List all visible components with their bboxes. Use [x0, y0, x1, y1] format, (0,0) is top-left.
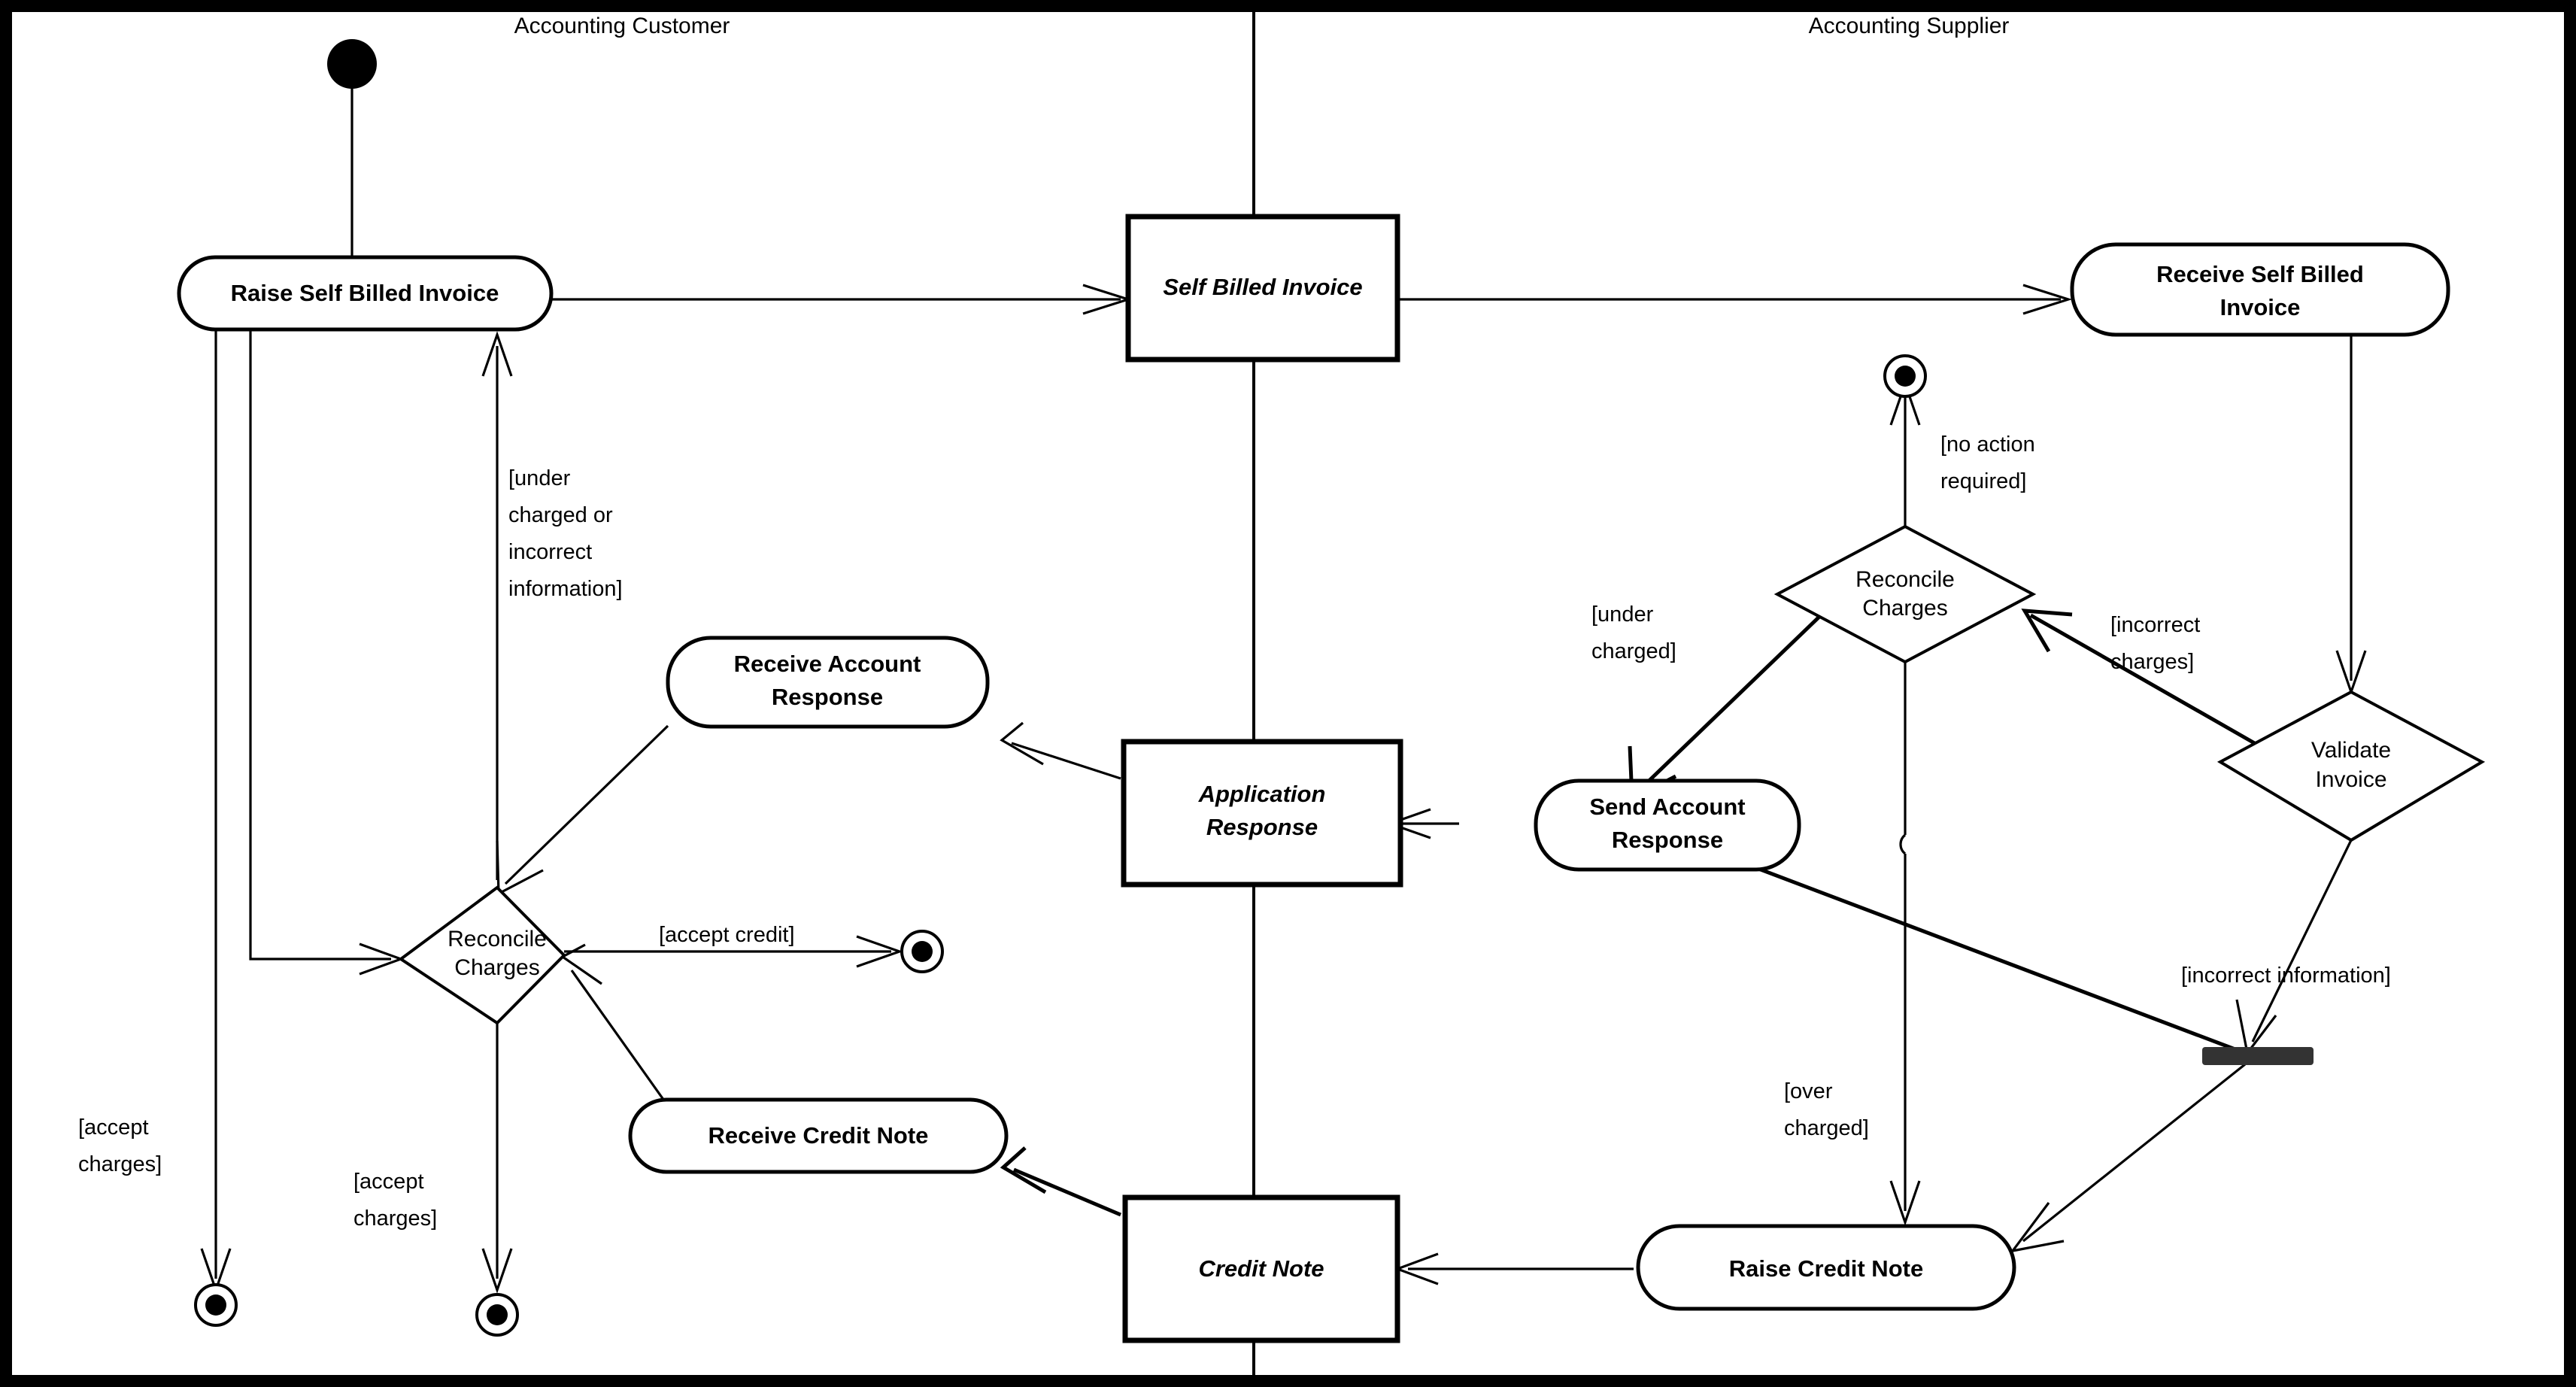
guard-accept-charges-left: [accept charges] [78, 1115, 162, 1176]
object-credit-note[interactable]: Credit Note [1122, 1194, 1400, 1343]
activity-receive-credit-note-label: Receive Credit Note [708, 1122, 929, 1149]
svg-text:information]: information] [508, 577, 623, 601]
edge-reconcile-charges-customer-to-raise-invoice [481, 331, 513, 880]
edge-receive-credit-note-to-reconcile-charges-customer [560, 943, 675, 1114]
initial-node[interactable] [327, 39, 377, 89]
activity-receive-self-billed-invoice-label-line1: Receive Self Billed [2156, 261, 2364, 287]
object-self-billed-invoice[interactable]: Self Billed Invoice [1125, 214, 1400, 363]
edge-application-response-object-to-receive-account-response [1000, 721, 1121, 780]
svg-text:[under: [under [508, 466, 571, 490]
guard-accept-credit: [accept credit] [659, 923, 795, 947]
svg-text:charged]: charged] [1591, 639, 1676, 663]
svg-text:charged or: charged or [508, 503, 613, 527]
guard-over-charged: [over charged] [1784, 1079, 1869, 1140]
edge-self-billed-invoice-object-to-receive-invoice [1399, 284, 2073, 315]
activity-receive-account-response-label-line2: Response [772, 684, 883, 710]
swimlane-label-supplier: Accounting Supplier [1809, 14, 2010, 38]
activity-receive-account-response[interactable]: Receive Account Response [666, 636, 990, 729]
edge-validate-invoice-to-reconcile-charges-supplier [2021, 609, 2285, 762]
edge-raise-credit-note-to-credit-note-object [1394, 1252, 1634, 1285]
guard-incorrect-information: [incorrect information] [2181, 964, 2391, 988]
edge-merge-bar-to-raise-credit-note [2010, 1063, 2246, 1253]
svg-text:incorrect: incorrect [508, 540, 592, 564]
svg-text:charges]: charges] [2110, 650, 2194, 674]
svg-text:[accept: [accept [78, 1115, 149, 1140]
object-application-response[interactable]: Application Response [1121, 739, 1403, 888]
activity-send-account-response-label-line2: Response [1612, 827, 1723, 853]
decision-reconcile-charges-supplier-label-line2: Charges [1862, 596, 1947, 621]
svg-text:charges]: charges] [78, 1152, 162, 1176]
swimlane-label-customer: Accounting Customer [514, 14, 730, 38]
decision-validate-invoice-label-line2: Invoice [2315, 767, 2386, 792]
svg-text:[incorrect information]: [incorrect information] [2181, 964, 2391, 988]
edge-reconcile-charges-supplier-to-final [1889, 380, 1921, 527]
object-self-billed-invoice-label: Self Billed Invoice [1163, 274, 1362, 300]
object-application-response-label-line2: Response [1206, 814, 1318, 840]
activity-send-account-response-label-line1: Send Account [1589, 794, 1745, 820]
edge-receive-account-response-to-reconcile-charges-customer [496, 724, 669, 896]
svg-text:[no action: [no action [1940, 432, 2035, 457]
svg-text:charged]: charged] [1784, 1116, 1869, 1140]
edge-reconcile-charges-supplier-to-send-account-response [1628, 593, 1844, 803]
edge-raise-invoice-to-final-node-1 [200, 331, 232, 1294]
guard-under-charged-or-incorrect: [under charged or incorrect information] [508, 466, 623, 601]
svg-text:[accept credit]: [accept credit] [659, 923, 795, 947]
activity-raise-self-billed-invoice[interactable]: Raise Self Billed Invoice [177, 255, 554, 332]
activity-receive-self-billed-invoice[interactable]: Receive Self Billed Invoice [2070, 242, 2450, 337]
final-node-2[interactable] [475, 1293, 519, 1337]
decision-validate-invoice-label-line1: Validate [2311, 738, 2391, 763]
final-node-4[interactable] [1883, 354, 1927, 398]
activity-receive-self-billed-invoice-label-line2: Invoice [2220, 294, 2301, 320]
edge-reconcile-charges-customer-to-final-node-3 [564, 935, 903, 968]
activity-raise-credit-note-label: Raise Credit Note [1729, 1255, 1923, 1282]
activity-raise-credit-note[interactable]: Raise Credit Note [1636, 1224, 2016, 1311]
final-node-1[interactable] [194, 1283, 238, 1327]
activity-receive-account-response-label-line1: Receive Account [734, 651, 921, 677]
decision-reconcile-charges-supplier-label-line1: Reconcile [1855, 567, 1955, 592]
edge-raise-invoice-to-reconcile-charges-customer [249, 331, 405, 976]
edge-raise-invoice-to-self-billed-invoice-object [551, 284, 1133, 315]
object-application-response-label-line1: Application [1198, 781, 1326, 807]
guard-no-action-required: [no action required] [1940, 432, 2035, 493]
decision-reconcile-charges-customer-label-line1: Reconcile [448, 927, 547, 951]
decision-reconcile-charges-customer[interactable]: Reconcile Charges [398, 885, 566, 1025]
edge-receive-invoice-to-validate-invoice [2335, 334, 2367, 696]
decision-reconcile-charges-customer-label-line2: Charges [454, 955, 539, 980]
guard-under-charged: [under charged] [1591, 602, 1676, 663]
guard-accept-charges-mid: [accept charges] [353, 1170, 437, 1231]
guard-incorrect-charges: [incorrect charges] [2110, 613, 2200, 674]
activity-send-account-response[interactable]: Send Account Response [1534, 778, 1801, 872]
svg-text:charges]: charges] [353, 1206, 437, 1231]
final-node-3[interactable] [900, 930, 944, 973]
svg-text:required]: required] [1940, 469, 2026, 493]
svg-text:[accept: [accept [353, 1170, 424, 1194]
edge-credit-note-object-to-receive-credit-note [1000, 1146, 1121, 1217]
edge-validate-invoice-to-merge-bar [2235, 839, 2353, 1056]
edge-reconcile-charges-customer-to-final-node-2 [481, 1023, 513, 1294]
decision-validate-invoice[interactable]: Validate Invoice [2216, 690, 2486, 842]
decision-reconcile-charges-supplier[interactable]: Reconcile Charges [1773, 524, 2037, 664]
svg-text:[under: [under [1591, 602, 1654, 627]
svg-text:[incorrect: [incorrect [2110, 613, 2200, 637]
object-credit-note-label: Credit Note [1198, 1255, 1324, 1282]
merge-bar[interactable] [2202, 1047, 2314, 1065]
activity-raise-self-billed-invoice-label: Raise Self Billed Invoice [231, 280, 499, 306]
edge-reconcile-charges-supplier-to-raise-credit-note [1889, 662, 1921, 1226]
activity-receive-credit-note[interactable]: Receive Credit Note [628, 1097, 1009, 1174]
svg-text:[over: [over [1784, 1079, 1833, 1103]
